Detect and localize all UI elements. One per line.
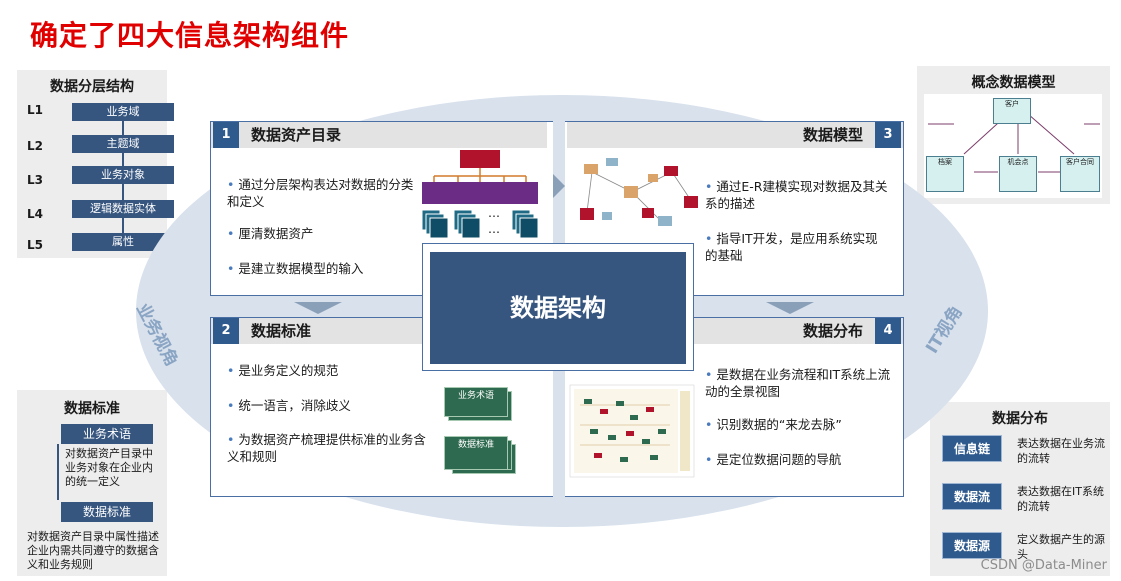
bullet-item: • 通过分层架构表达对数据的分类和定义 bbox=[227, 177, 414, 209]
dist-item-label: 信息链 bbox=[942, 435, 1002, 462]
watermark: CSDN @Data-Miner bbox=[980, 558, 1107, 573]
term-description: 对数据资产目录中业务对象在企业内的统一定义 bbox=[65, 447, 153, 488]
er-entity: 客户 bbox=[993, 98, 1031, 124]
layer-box: 逻辑数据实体 bbox=[72, 200, 174, 218]
page-title: 确定了四大信息架构组件 bbox=[30, 19, 350, 52]
term-box: 业务术语 bbox=[61, 424, 153, 444]
dist-item-desc: 表达数据在业务流的流转 bbox=[1017, 437, 1105, 465]
bullet-item: • 为数据资产梳理提供标准的业务含义和规则 bbox=[227, 432, 426, 464]
layer-level: L2 bbox=[27, 139, 43, 153]
layer-box: 属性 bbox=[72, 233, 174, 251]
er-entity: 客户合同 bbox=[1060, 156, 1100, 192]
layer-box: 业务对象 bbox=[72, 166, 174, 184]
bullet-item: • 是建立数据模型的输入 bbox=[227, 261, 364, 276]
er-lines bbox=[928, 113, 1100, 173]
standard-panel-title: 数据标准 bbox=[64, 401, 120, 417]
distribution-panel-title: 数据分布 bbox=[992, 411, 1048, 427]
model-panel: 概念数据模型 客户 档案 机会点 客户合同 bbox=[917, 66, 1110, 204]
arrow-down-icon bbox=[766, 302, 814, 314]
bullet-item: • 是定位数据问题的导航 bbox=[705, 452, 842, 467]
er-model-thumbnail bbox=[580, 158, 698, 226]
arrow-right-icon bbox=[553, 174, 565, 198]
layer-level: L3 bbox=[27, 173, 43, 187]
standard-description: 对数据资产目录中属性描述企业内需共同遵守的数据含义和业务规则 bbox=[27, 530, 159, 571]
dist-item-desc: 定义数据产生的源头 bbox=[1017, 533, 1105, 561]
standard-box: 数据标准 bbox=[61, 502, 153, 522]
hierarchy-icon bbox=[421, 150, 539, 239]
layer-box: 业务域 bbox=[72, 103, 174, 121]
dist-item-label: 数据源 bbox=[942, 532, 1002, 559]
quadrant-number: 1 bbox=[213, 122, 239, 148]
layer-level: L4 bbox=[27, 207, 43, 221]
layer-level: L1 bbox=[27, 103, 43, 117]
quadrant-number: 2 bbox=[213, 318, 239, 344]
er-entity: 机会点 bbox=[999, 156, 1037, 192]
ellipsis-text: … bbox=[488, 206, 500, 220]
quadrant-title: 数据资产目录 bbox=[211, 122, 547, 148]
quadrant-number: 3 bbox=[875, 122, 901, 148]
layer-box: 主题域 bbox=[72, 135, 174, 153]
er-entity: 档案 bbox=[926, 156, 964, 192]
dist-item-label: 数据流 bbox=[942, 483, 1002, 510]
bullet-item: • 是业务定义的规范 bbox=[227, 363, 339, 378]
standard-connector bbox=[57, 444, 59, 500]
quadrant-title: 数据模型 bbox=[567, 122, 903, 148]
arrow-down-icon bbox=[294, 302, 342, 314]
standard-card: 数据标准 bbox=[444, 436, 508, 470]
bullet-item: • 是数据在业务流程和IT系统上流动的全景视图 bbox=[705, 367, 891, 399]
bullet-item: • 统一语言，消除歧义 bbox=[227, 398, 351, 413]
distribution-map-thumbnail bbox=[569, 384, 695, 478]
bullet-item: • 厘清数据资产 bbox=[227, 226, 314, 241]
layer-level: L5 bbox=[27, 238, 43, 252]
model-panel-title: 概念数据模型 bbox=[971, 75, 1056, 91]
term-card: 业务术语 bbox=[444, 387, 508, 417]
dist-item-desc: 表达数据在IT系统的流转 bbox=[1017, 485, 1104, 513]
distribution-panel: 数据分布 信息链 表达数据在业务流的流转 数据流 表达数据在IT系统的流转 数据… bbox=[930, 402, 1110, 576]
quadrant-number: 4 bbox=[875, 318, 901, 344]
bullet-item: • 通过E-R建模实现对数据及其关系的描述 bbox=[705, 179, 888, 211]
layers-panel-title: 数据分层结构 bbox=[50, 79, 134, 95]
data-architecture-center: 数据架构 bbox=[430, 252, 686, 364]
bullet-item: • 识别数据的“来龙去脉” bbox=[705, 417, 842, 432]
ellipsis-text: … bbox=[488, 222, 500, 236]
bullet-item: • 指导IT开发，是应用系统实现的基础 bbox=[705, 231, 878, 263]
standard-panel: 数据标准 业务术语 对数据资产目录中业务对象在企业内的统一定义 数据标准 对数据… bbox=[17, 390, 167, 576]
layers-panel: 数据分层结构 L1 业务域 L2 主题域 L3 业务对象 L4 逻辑数据实体 L… bbox=[17, 70, 174, 258]
